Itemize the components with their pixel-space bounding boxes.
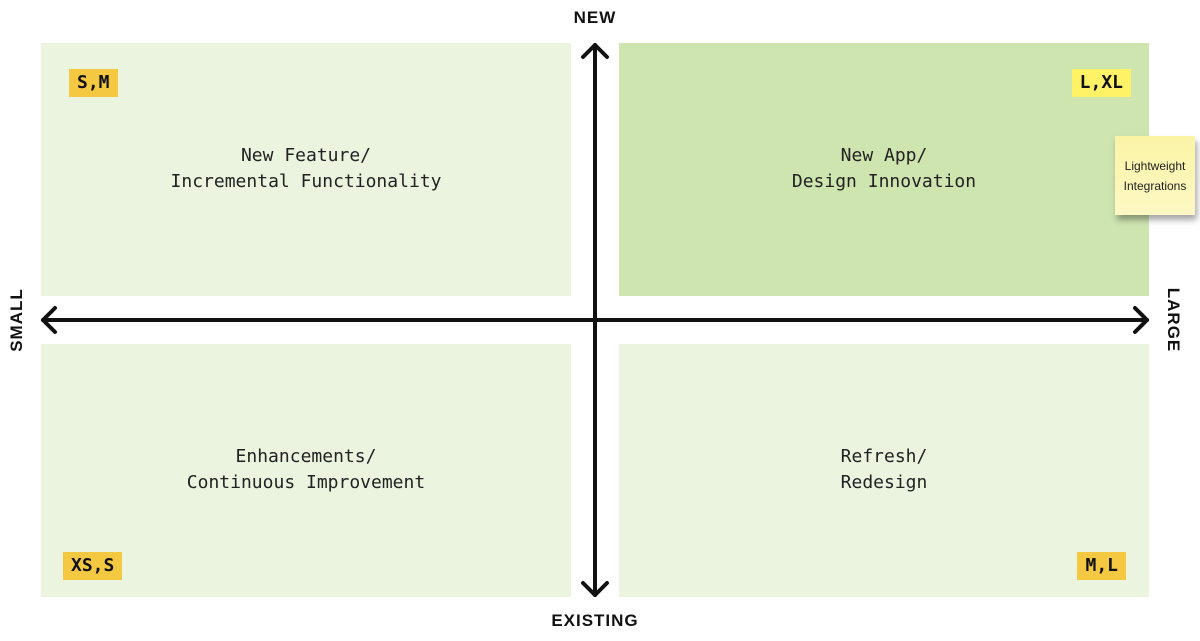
size-badge: S,M bbox=[69, 69, 118, 97]
quadrant-existing-small: Enhancements/ Continuous Improvement XS,… bbox=[41, 344, 571, 597]
quadrant-title: Enhancements/ Continuous Improvement bbox=[186, 446, 426, 493]
quadrant-title: Refresh/ Redesign bbox=[840, 446, 928, 493]
quadrant-title: New Feature/ Incremental Functionality bbox=[170, 145, 442, 192]
axis-label-small: SMALL bbox=[7, 288, 26, 352]
quadrant-new-large: L,XL New App/ Design Innovation bbox=[619, 43, 1149, 296]
axis-label-new: NEW bbox=[573, 8, 617, 27]
sticky-note: Lightweight Integrations bbox=[1115, 136, 1195, 215]
size-badge: L,XL bbox=[1071, 69, 1131, 97]
axis-label-large: LARGE bbox=[1164, 287, 1183, 353]
size-badge: M,L bbox=[1077, 552, 1126, 580]
size-badge: XS,S bbox=[63, 552, 123, 580]
quadrant-new-small: S,M New Feature/ Incremental Functionali… bbox=[41, 43, 571, 296]
arrow-right bbox=[1133, 306, 1149, 334]
quadrant-existing-large: Refresh/ Redesign M,L bbox=[619, 344, 1149, 597]
axis-label-existing: EXISTING bbox=[551, 611, 639, 630]
arrow-up bbox=[581, 43, 609, 59]
quadrant-title: New App/ Design Innovation bbox=[791, 145, 977, 192]
arrow-down bbox=[581, 581, 609, 597]
arrow-left bbox=[41, 306, 57, 334]
